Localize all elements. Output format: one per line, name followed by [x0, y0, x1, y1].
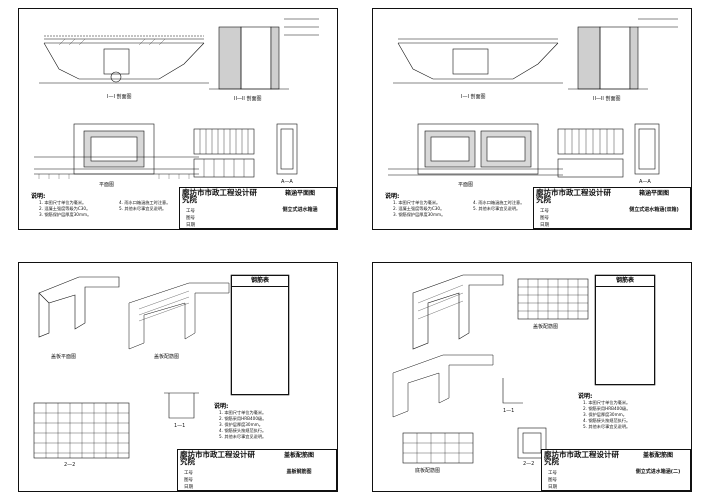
note-line: 4. 雨水口箱涵施工时注意。 — [473, 200, 525, 205]
note-line: 2. 混凝土强度等级为C30。 — [39, 206, 91, 211]
section-caption-1: I—I 剖面图 — [461, 94, 486, 100]
tb-label: 工号 — [540, 209, 549, 214]
notes-heading: 说明: — [214, 403, 229, 410]
tb-label: 日期 — [184, 485, 193, 490]
title-block: 廊坊市市政工程设计研究院 箱涵平面图 侧立式进水箱涵(双箱) 工号 图号 日期 — [533, 187, 691, 229]
note-line: 1. 本图尺寸单位为毫米。 — [219, 410, 267, 415]
drawing-title: 盖板配筋图 — [642, 452, 673, 459]
view-caption: 2—2 — [523, 461, 535, 467]
drawing-subtitle: 侧立式进水箱涵(双箱) — [629, 207, 679, 213]
note-line: 2. 钢筋采用HRB400级。 — [219, 416, 267, 421]
notes-heading: 说明: — [578, 393, 593, 400]
drawing-title: 盖板配筋图 — [283, 452, 314, 459]
note-line: 4. 钢筋接头按规范执行。 — [583, 418, 631, 423]
rebar-table: 钢筋表 — [231, 275, 289, 395]
title-block: 廊坊市市政工程设计研究院 盖板配筋图 盖板钢筋图 工号 图号 日期 — [177, 449, 337, 491]
note-line: 3. 保护层厚度30mm。 — [219, 422, 263, 427]
title-block: 廊坊市市政工程设计研究院 盖板配筋图 侧立式进水箱涵(二) 工号 图号 日期 — [541, 449, 691, 491]
plan-caption: 平面图 — [458, 182, 474, 188]
view-caption: 2—2 — [64, 462, 76, 468]
drawing-sheet-1: I—I 剖面图 II—II 剖面图 平面图 A—A 说明: 1. 本图尺寸单位为… — [18, 8, 338, 230]
rebar-table: 钢筋表 — [595, 275, 655, 385]
note-line: 1. 本图尺寸单位为毫米。 — [583, 400, 631, 405]
rebar-table-heading: 钢筋表 — [596, 276, 654, 287]
section-caption-2: II—II 剖面图 — [234, 96, 262, 102]
section-caption-1: I—I 剖面图 — [107, 94, 132, 100]
tb-label: 日期 — [186, 223, 195, 228]
tb-label: 图号 — [186, 216, 195, 221]
note-line: 5. 其他未尽事宜见说明。 — [119, 206, 167, 211]
view-caption: 底板配筋图 — [415, 468, 441, 474]
tb-label: 图号 — [184, 478, 193, 483]
notes-heading: 说明: — [31, 193, 46, 200]
drawing-subtitle: 侧立式进水箱涵 — [282, 207, 318, 213]
section-caption-2: II—II 剖面图 — [593, 96, 621, 102]
note-line: 1. 本图尺寸单位为毫米。 — [39, 200, 87, 205]
box-culvert-section-drawing — [388, 18, 678, 178]
drawing-subtitle: 盖板钢筋图 — [286, 469, 312, 475]
institute-name: 廊坊市市政工程设计研究院 — [544, 449, 619, 466]
note-line: 5. 其他未尽事宜见说明。 — [473, 206, 521, 211]
plan-caption: 平面图 — [99, 182, 115, 188]
view-caption: 盖板配筋图 — [533, 324, 559, 330]
section-caption-3: A—A — [639, 179, 651, 185]
institute-name: 廊坊市市政工程设计研究院 — [182, 187, 257, 204]
cover-slab-rebar-drawing — [33, 274, 290, 459]
note-line: 5. 其他未尽事宜见说明。 — [583, 424, 631, 429]
view-caption: 盖板配筋图 — [154, 354, 180, 360]
section-caption-3: A—A — [281, 179, 293, 185]
tb-label: 日期 — [548, 485, 557, 490]
tb-label: 图号 — [540, 216, 549, 221]
note-line: 4. 钢筋接头按规范执行。 — [219, 428, 267, 433]
note-line: 2. 混凝土强度等级为C30。 — [393, 206, 445, 211]
box-culvert-section-drawing — [34, 18, 319, 179]
view-caption: 1—1 — [503, 408, 515, 414]
drawing-sheet-3: 盖板平面图 盖板配筋图 1—1 2—2 钢筋表 说明: 1. 本图尺寸单位为毫米… — [18, 262, 338, 492]
drawing-sheet-4: 盖板配筋图 1—1 2—2 底板配筋图 钢筋表 说明: 1. 本图尺寸单位为毫米… — [372, 262, 692, 492]
note-line: 3. 钢筋保护层厚度30mm。 — [39, 212, 92, 217]
tb-label: 日期 — [540, 223, 549, 228]
tb-label: 图号 — [548, 478, 557, 483]
note-line: 5. 其他未尽事宜见说明。 — [219, 434, 267, 439]
cover-slab-rebar-drawing — [392, 274, 656, 464]
view-caption: 1—1 — [174, 423, 186, 429]
title-block: 廊坊市市政工程设计研究院 箱涵平面图 侧立式进水箱涵 工号 图号 日期 — [179, 187, 337, 229]
note-line: 3. 钢筋保护层厚度30mm。 — [393, 212, 446, 217]
note-line: 4. 雨水口箱涵施工时注意。 — [119, 200, 171, 205]
rebar-table-heading: 钢筋表 — [232, 276, 288, 287]
view-caption: 盖板平面图 — [51, 354, 77, 360]
drawing-title: 箱涵平面图 — [284, 190, 315, 197]
tb-label: 工号 — [548, 471, 557, 476]
note-line: 3. 保护层厚度30mm。 — [583, 412, 627, 417]
note-line: 1. 本图尺寸单位为毫米。 — [393, 200, 441, 205]
notes-heading: 说明: — [385, 193, 400, 200]
note-line: 2. 钢筋采用HRB400级。 — [583, 406, 631, 411]
drawing-subtitle: 侧立式进水箱涵(二) — [635, 469, 681, 475]
institute-name: 廊坊市市政工程设计研究院 — [180, 449, 255, 466]
drawing-title: 箱涵平面图 — [638, 190, 669, 197]
tb-label: 工号 — [184, 471, 193, 476]
drawing-sheet-2: I—I 剖面图 II—II 剖面图 平面图 A—A 说明: 1. 本图尺寸单位为… — [372, 8, 692, 230]
institute-name: 廊坊市市政工程设计研究院 — [536, 187, 611, 204]
tb-label: 工号 — [186, 209, 195, 214]
